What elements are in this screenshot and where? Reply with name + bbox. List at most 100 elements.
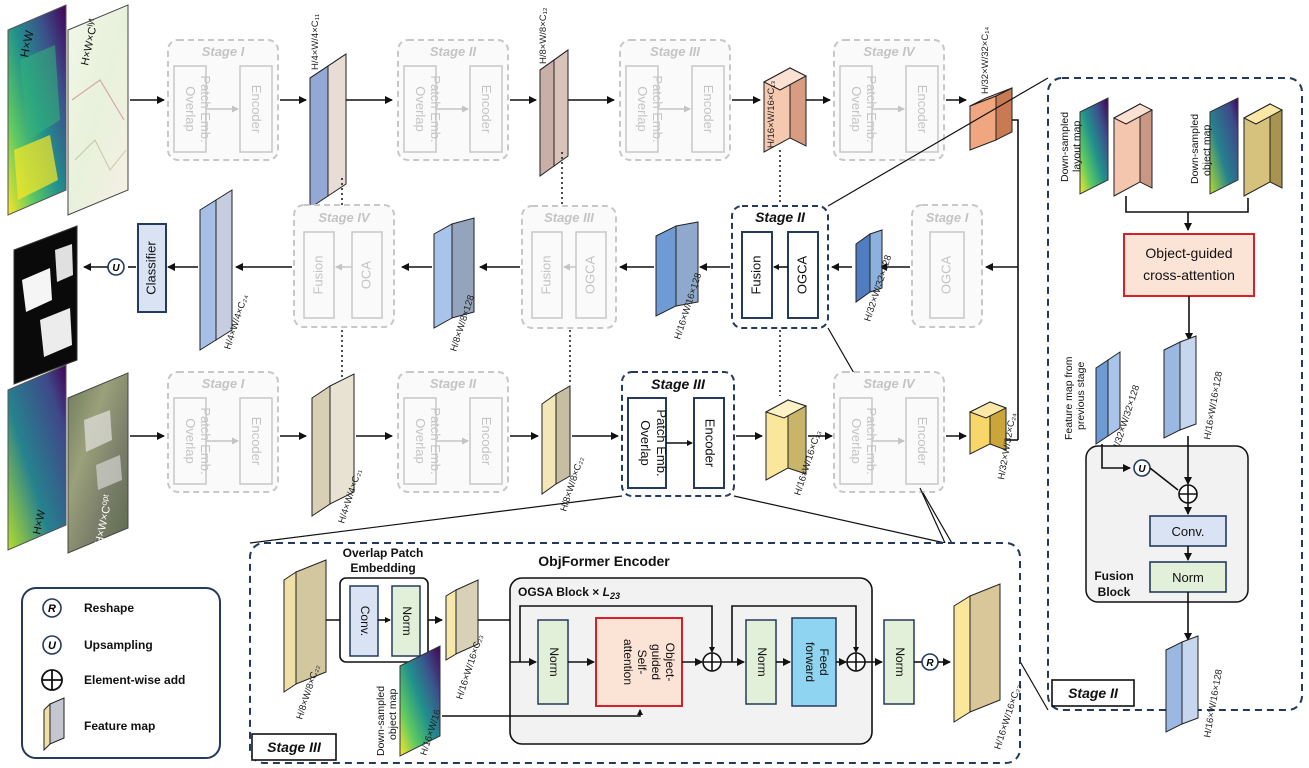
obj-map-to-attention — [442, 709, 643, 717]
encoder-panel-tag-box — [251, 733, 337, 761]
overlap-label-1: Overlap — [849, 86, 864, 132]
enc-object-map-image — [399, 645, 441, 757]
callout-line-enc-left — [249, 495, 623, 544]
top-stage-i-encoder — [239, 65, 273, 153]
upsampling-letter: U — [1138, 464, 1146, 475]
patch-norm-label: Norm — [400, 606, 414, 635]
mid-stage-iv-oca — [351, 231, 383, 319]
fusion-label: Fusion — [310, 255, 325, 294]
prev-stage-label-1: Feature map from — [1063, 356, 1075, 440]
encoder-label: Encoder — [249, 417, 264, 466]
layout-map-image — [67, 4, 129, 216]
encoder-label: Encoder — [701, 85, 716, 134]
feature-map-side — [855, 233, 871, 303]
upsampling-symbol: U — [107, 258, 125, 276]
top-stage-ii-encoder — [469, 65, 503, 153]
overlap-label-1: Overlap — [638, 420, 653, 466]
fusion-block-label-2: Block — [1098, 585, 1131, 599]
bot-stage-i-title: Stage I — [202, 376, 245, 391]
ogsa-attention-label-1: Object- — [663, 643, 677, 682]
feature-map-side — [539, 59, 555, 177]
ds-object-label-2: object map — [1201, 124, 1213, 176]
top-stage-iii: Stage III Overlap Patch Emb. Encoder — [619, 39, 731, 161]
bot-stage-i-encoder — [239, 397, 273, 485]
encoder-label: Encoder — [915, 417, 930, 466]
overlap-label-1: Overlap — [635, 86, 650, 132]
mid-stage-i-ogca — [929, 231, 965, 319]
ogsa-attention-label-2: guided — [649, 644, 663, 680]
feature-map-front — [555, 385, 571, 485]
legend-add-label: Element-wise add — [84, 673, 185, 687]
layout-road — [71, 79, 125, 121]
mid-stage-i: Stage I OGCA — [911, 204, 983, 328]
dim-c13: H/16×W/16×C₁₃ — [766, 81, 777, 148]
feature-map-mid-16: H/16×W/16×128 — [655, 221, 704, 341]
bot-stage-iii-encoder — [693, 397, 725, 489]
top-stage-iii-overlap — [625, 65, 659, 153]
ds-object-map-image — [1209, 97, 1239, 195]
legend-feature-map-label: Feature map — [84, 719, 155, 733]
top-stage-ii-overlap — [403, 65, 437, 153]
ds-object-feature-top — [1242, 103, 1284, 125]
ogsa-norm1-box — [537, 619, 569, 705]
ds-layout-feature-side — [1139, 103, 1153, 189]
ogca-label: OGCA — [582, 256, 597, 295]
bot-stage-iii-title: Stage III — [651, 376, 706, 392]
encoder-label: Encoder — [703, 419, 718, 468]
legend-feature-map-side — [43, 702, 51, 752]
mid-stage-iii-title: Stage III — [544, 210, 594, 225]
right-panel-tag-box — [1051, 679, 1135, 707]
feature-map-top — [309, 53, 347, 79]
mid-stage-iv-title: Stage IV — [318, 210, 371, 225]
feature-map-c22: H/8×W/8×C₂₂ — [541, 385, 587, 513]
top-stage-i: Stage I Overlap Patch Emb. Encoder — [167, 39, 279, 161]
encoder-label: Encoder — [479, 85, 494, 134]
bot-stage-i: Stage I Overlap Patch Emb. Encoder — [167, 371, 279, 493]
output-building — [40, 308, 72, 357]
patch-conv-box — [349, 585, 379, 657]
fusion-block-label-1: Fusion — [1094, 569, 1133, 583]
optical-satellite-image — [67, 372, 129, 554]
fusion-norm-label: Norm — [1172, 570, 1204, 585]
encoder-panel: ObjFormer Encoder H/8×W/8×C₂₂ Overlap Pa… — [249, 542, 1024, 764]
layout-hw-label: H×W — [17, 29, 36, 59]
overlap-label-2: Patch Emb. — [864, 75, 879, 142]
layout-road — [74, 139, 127, 171]
legend-reshape-label: Reshape — [84, 601, 134, 615]
feature-map-front — [329, 373, 355, 505]
overlap-label-2: Patch Emb. — [198, 407, 213, 474]
feature-map-top — [968, 401, 1008, 419]
dim-c11: H/4×W/4×C₁₁ — [310, 14, 321, 70]
cross-attention-label-2: cross-attention — [1143, 267, 1235, 283]
out-feature-side — [1165, 641, 1183, 733]
overlap-label-1: Overlap — [413, 86, 428, 132]
top-stage-iii-title: Stage III — [650, 44, 700, 59]
cur-feature-front — [1179, 335, 1197, 431]
feature-map-front — [675, 221, 699, 307]
top-stage-i-title: Stage I — [202, 44, 245, 59]
right-panel-tag: Stage II — [1068, 685, 1119, 701]
encoder-panel-tag: Stage III — [267, 739, 322, 755]
mid-stage-iv: Stage IV Fusion OCA — [293, 204, 395, 328]
fusion-norm-box — [1149, 561, 1227, 593]
feature-map-top — [764, 399, 808, 419]
feature-map-top — [539, 49, 569, 71]
feature-map-side — [433, 223, 453, 329]
classifier-label: Classifier — [143, 241, 158, 295]
ds-layout-label-1: Down-sampled — [1059, 112, 1071, 182]
cross-attention-box — [1123, 233, 1255, 297]
bot-stage-iv-encoder — [905, 397, 939, 485]
ds-object-label-1: Down-sampled — [1189, 114, 1201, 184]
legend-upsampling-letter: U — [48, 640, 57, 652]
callout-line-enc-extra — [919, 487, 946, 544]
encoder-label: Encoder — [249, 85, 264, 134]
ogsa-attention-box — [595, 617, 683, 707]
prev-stage-feature-front — [1107, 351, 1121, 437]
classifier-box — [137, 223, 167, 313]
encoder-panel-title: ObjFormer Encoder — [538, 553, 670, 569]
ds-layout-label-2: layout map — [1071, 120, 1083, 172]
feed-forward-label-1: Feed — [817, 648, 831, 675]
encoder-label: Encoder — [915, 85, 930, 134]
feature-map-side — [311, 385, 331, 517]
bot-stage-i-overlap — [173, 397, 207, 485]
